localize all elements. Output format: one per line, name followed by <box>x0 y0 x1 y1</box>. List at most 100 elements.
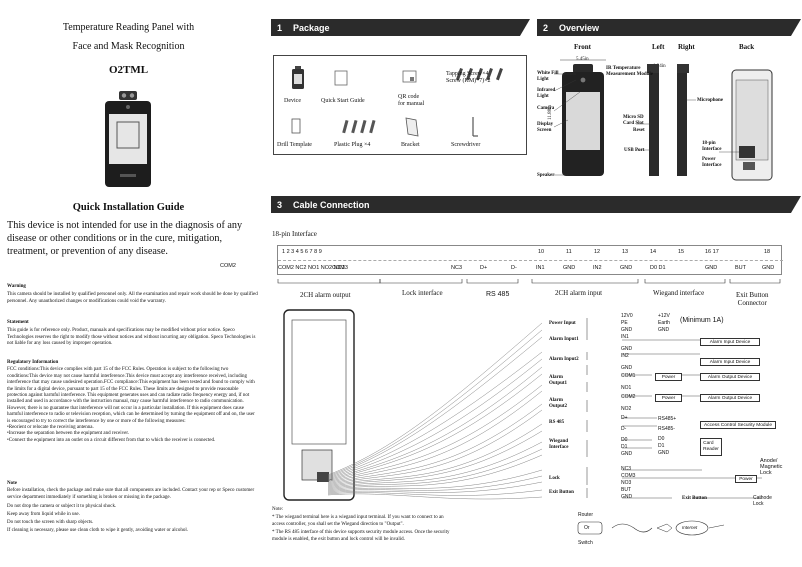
pin-number: 18 <box>764 249 771 255</box>
pin-name: IN1 <box>536 265 545 271</box>
note-line: Do not drop the camera or subject it to … <box>7 504 117 510</box>
label-power-interface: Power Interface <box>702 157 722 168</box>
wire-group-label: Wiegand Interface <box>549 439 569 450</box>
pin-name: GND <box>762 265 775 271</box>
pin-name: D+ <box>480 265 488 271</box>
doc-title-line1: Temperature Reading Panel with <box>62 22 195 33</box>
doc-title-line2: Face and Mask Recognition <box>72 41 185 52</box>
pin-number: 16 17 <box>705 249 719 255</box>
package-item: QR code for manual <box>398 94 425 108</box>
label-usb: USB Port <box>624 148 645 153</box>
disclaimer: This device is not intended for use in t… <box>7 220 243 257</box>
package-item: Tapping Screw×4 Screw (KM)*7)×2 <box>446 71 491 85</box>
cable-note-line: * The RS 485 interface of this device su… <box>272 530 450 542</box>
label-18pin: 18-pin Interface <box>702 141 722 152</box>
section-title: Cable Connection <box>293 199 370 210</box>
overview-right-label: Right <box>678 43 695 51</box>
pin-number: 15 <box>678 249 685 255</box>
wire-group-label: Alarm Input2 <box>549 357 579 362</box>
pin-table <box>277 245 783 275</box>
note-line: Keep away from liquid while in use. <box>7 512 80 518</box>
device-pin: D1 <box>658 443 665 449</box>
pin-name: COM2 NC2 NO1 NO2 NC1 <box>278 265 345 271</box>
magnetic-lock-label: Anode/ Magnetic Lock <box>760 458 783 476</box>
pin-name: IN2 <box>593 265 602 271</box>
regulatory-bullet: •Reorient or relocate the receiving ante… <box>7 425 94 431</box>
label-camera: Camera <box>537 106 555 111</box>
group-label: Lock interface <box>402 289 443 297</box>
power-box: Power <box>735 475 757 483</box>
overview-back-label: Back <box>739 43 755 51</box>
pin-name: NC3 <box>451 265 463 271</box>
label-speaker: Speaker <box>537 173 555 178</box>
overview-header: 2 Overview <box>537 19 801 36</box>
bracket-icon <box>405 117 419 137</box>
guide-title: Quick Installation Guide <box>72 202 185 213</box>
drill-template-icon <box>291 118 301 134</box>
pin-name: GND <box>563 265 576 271</box>
wire-group-label: Alarm Output1 <box>549 375 568 386</box>
regulatory-heading: Regulatory Information <box>7 360 59 365</box>
alarm-output-device: Alarm Output Device <box>700 373 760 381</box>
label-white-fill: White Fill Light <box>537 71 559 82</box>
exit-button-label: Exit Button <box>682 496 707 501</box>
overview-left-label: Left <box>652 43 665 51</box>
wire-label: COM2 <box>621 394 636 400</box>
wire-group-label: Alarm Input1 <box>549 337 579 342</box>
label-micro-sd: Micro SD Card Slot <box>623 115 644 126</box>
pin-name: COM2 <box>220 263 236 269</box>
device-icon <box>292 66 304 89</box>
guide-icon <box>334 70 348 86</box>
wire-group-label: Exit Button <box>549 490 574 495</box>
pin-number: 10 <box>538 249 545 255</box>
label-reset: Reset <box>633 128 645 133</box>
pin-group-brackets <box>277 279 781 284</box>
wire-label: D- <box>621 426 627 432</box>
cable-note-heading: Note: <box>272 507 284 512</box>
group-label: RS 485 <box>486 291 510 298</box>
regulatory-bullet: •Increase the separation between the equ… <box>7 431 129 437</box>
pin-name: BUT <box>735 265 746 271</box>
note-line: If cleaning is necessary, please use cle… <box>7 527 188 533</box>
pin-name: GND <box>620 265 633 271</box>
wiring-diagram <box>283 309 762 536</box>
router-label: Router <box>578 512 594 518</box>
device-pin: GND <box>658 450 670 456</box>
wire-label: NO3 <box>621 480 632 486</box>
section-number: 3 <box>277 199 283 210</box>
power-spec: Earth <box>658 320 670 326</box>
wire-label: NO1 <box>621 385 632 391</box>
alarm-input-device: Alarm Input Device <box>700 358 760 366</box>
or-label: Or <box>584 525 590 531</box>
wire-label: NO2 <box>621 406 632 412</box>
device-pin: RS485- <box>658 426 675 432</box>
group-label: Exit Button Connector <box>736 291 769 307</box>
pin-name: D- <box>511 265 517 271</box>
group-label: 2CH alarm output <box>300 291 351 299</box>
internet-label: Internet <box>682 525 698 530</box>
pin-number: 12 <box>594 249 601 255</box>
wire-label: GND <box>621 494 633 500</box>
warning-text: This camera should be installed by quali… <box>7 292 258 304</box>
pin-name: D0 D1 <box>650 265 666 271</box>
power-box: Power <box>655 373 682 381</box>
package-item: Plastic Plug ×4 <box>334 142 371 148</box>
wire-label: IN1 <box>621 334 629 340</box>
cable-note-line: * The wiegand terminal here is a wiegand… <box>272 515 444 527</box>
wire-label: NC3 <box>621 466 632 472</box>
cathode-lock-label: Cathode Lock <box>753 495 772 507</box>
wire-label: COM3 <box>621 473 636 479</box>
wire-label: 12V0 <box>621 313 633 319</box>
label-ir-temp: IR Temperature Measurement Module <box>606 66 653 77</box>
wire-group-label: Lock <box>549 476 560 481</box>
label-display: Display Screen <box>537 122 554 133</box>
section-number: 2 <box>543 22 549 33</box>
package-item: Quick Start Guide <box>321 98 365 104</box>
wire-label: BUT <box>621 487 631 493</box>
group-label: Wiegand interface <box>653 289 705 297</box>
qr-card-icon <box>402 70 417 83</box>
regulatory-text: FCC conditions:This device complies with… <box>7 367 255 424</box>
wire-label: D1 <box>621 444 628 450</box>
overview-front-label: Front <box>574 43 591 51</box>
device-pin: RS485+ <box>658 416 677 422</box>
